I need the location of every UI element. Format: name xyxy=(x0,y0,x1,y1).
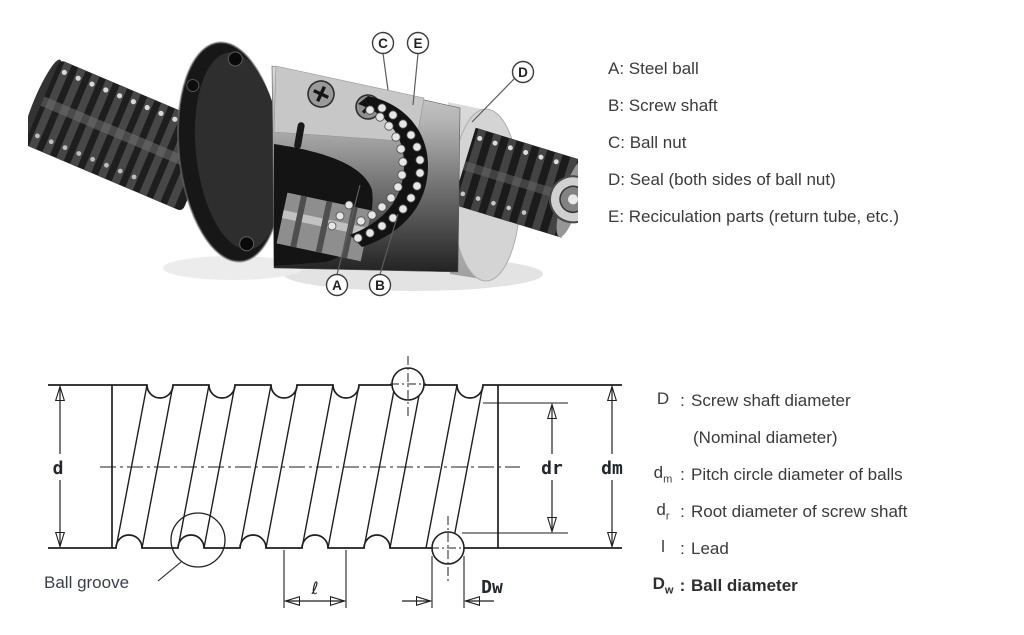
callout-b-letter: B xyxy=(375,278,385,293)
steel-balls xyxy=(327,103,425,243)
callout-b: B xyxy=(368,273,392,297)
dim-legend-row-dw: Dw : Ball diameter xyxy=(650,567,907,604)
ball-nut xyxy=(271,65,461,273)
dim-legend-row-D-cont: (Nominal diameter) xyxy=(650,419,907,456)
dim-symbol: dm xyxy=(653,463,673,486)
callout-c: C xyxy=(371,31,395,55)
ball-groove-annotation: Ball groove xyxy=(44,512,226,592)
dim-colon: : xyxy=(680,390,685,410)
parts-legend: A: Steel ball B: Screw shaft C: Ball nut… xyxy=(608,50,899,235)
flange xyxy=(176,41,287,263)
dim-legend-row-dr: dr : Root diameter of screw shaft xyxy=(650,493,907,530)
dim-colon: : xyxy=(679,575,686,595)
ball-screw-photo-svg: C E D A B xyxy=(22,31,598,297)
dim-description: Root diameter of screw shaft xyxy=(691,501,908,521)
dim-description: Pitch circle diameter of balls xyxy=(691,464,903,484)
phillips-screw xyxy=(307,80,335,108)
dim-colon: : xyxy=(680,538,685,558)
dim-description: Screw shaft diameter xyxy=(691,390,851,410)
dim-description: Ball diameter xyxy=(691,575,798,595)
inner-shaft-visible xyxy=(276,192,372,262)
dimension-d: d xyxy=(48,387,68,547)
parts-legend-item-e: E: Reciculation parts (return tube, etc.… xyxy=(608,207,900,226)
dim-description: Lead xyxy=(691,538,729,558)
dimension-dr: dr xyxy=(462,402,568,534)
dimension-label-lead: ℓ xyxy=(310,579,318,599)
dim-description-cont: (Nominal diameter) xyxy=(693,427,838,447)
ball-diameter-dimension: Dw xyxy=(402,556,503,608)
dimension-dm: dm xyxy=(595,387,629,547)
dimension-legend: D : Screw shaft diameter (Nominal diamet… xyxy=(650,382,908,604)
callout-leader-lines xyxy=(336,53,516,275)
dim-symbol: Dw xyxy=(652,574,674,597)
ball-screw-photo: C E D A B xyxy=(22,6,598,301)
screw-dimension-diagram: d dr dm xyxy=(0,330,680,630)
parts-legend-item-c: C: Ball nut xyxy=(608,133,687,152)
parts-legend-item-a: A: Steel ball xyxy=(608,59,699,78)
dimension-label-dw: Dw xyxy=(481,577,503,598)
dim-legend-row-lead: l : Lead xyxy=(650,530,907,567)
callout-a: A xyxy=(325,273,349,297)
parts-legend-item-d: D: Seal (both sides of ball nut) xyxy=(608,170,836,189)
dim-legend-row-dm: dm : Pitch circle diameter of balls xyxy=(650,456,907,493)
callout-a-letter: A xyxy=(332,278,342,293)
dim-colon: : xyxy=(680,501,685,521)
dim-symbol: dr xyxy=(656,500,670,523)
dimension-label-dm: dm xyxy=(601,458,623,479)
screw-dimension-diagram-svg: d dr dm xyxy=(44,356,629,608)
dim-colon: : xyxy=(680,464,685,484)
dim-symbol: l xyxy=(661,537,665,557)
dimension-label-d: d xyxy=(53,458,64,479)
keyway-slot xyxy=(294,122,305,149)
ball-groove-label: Ball groove xyxy=(44,573,129,592)
bottom-ball xyxy=(430,516,466,584)
top-ball xyxy=(390,356,426,416)
callout-d: D xyxy=(511,60,535,84)
dimension-label-dr: dr xyxy=(541,458,563,479)
dim-legend-row-D: D : Screw shaft diameter xyxy=(650,382,907,419)
callout-c-letter: C xyxy=(378,36,388,51)
lead-dimension: ℓ xyxy=(283,550,347,608)
callout-d-letter: D xyxy=(518,65,528,80)
callout-e: E xyxy=(406,31,430,55)
left-screw-shaft xyxy=(22,59,217,210)
dim-symbol: D xyxy=(656,389,670,409)
parts-legend-item-b: B: Screw shaft xyxy=(608,96,718,115)
callout-e-letter: E xyxy=(413,36,422,51)
